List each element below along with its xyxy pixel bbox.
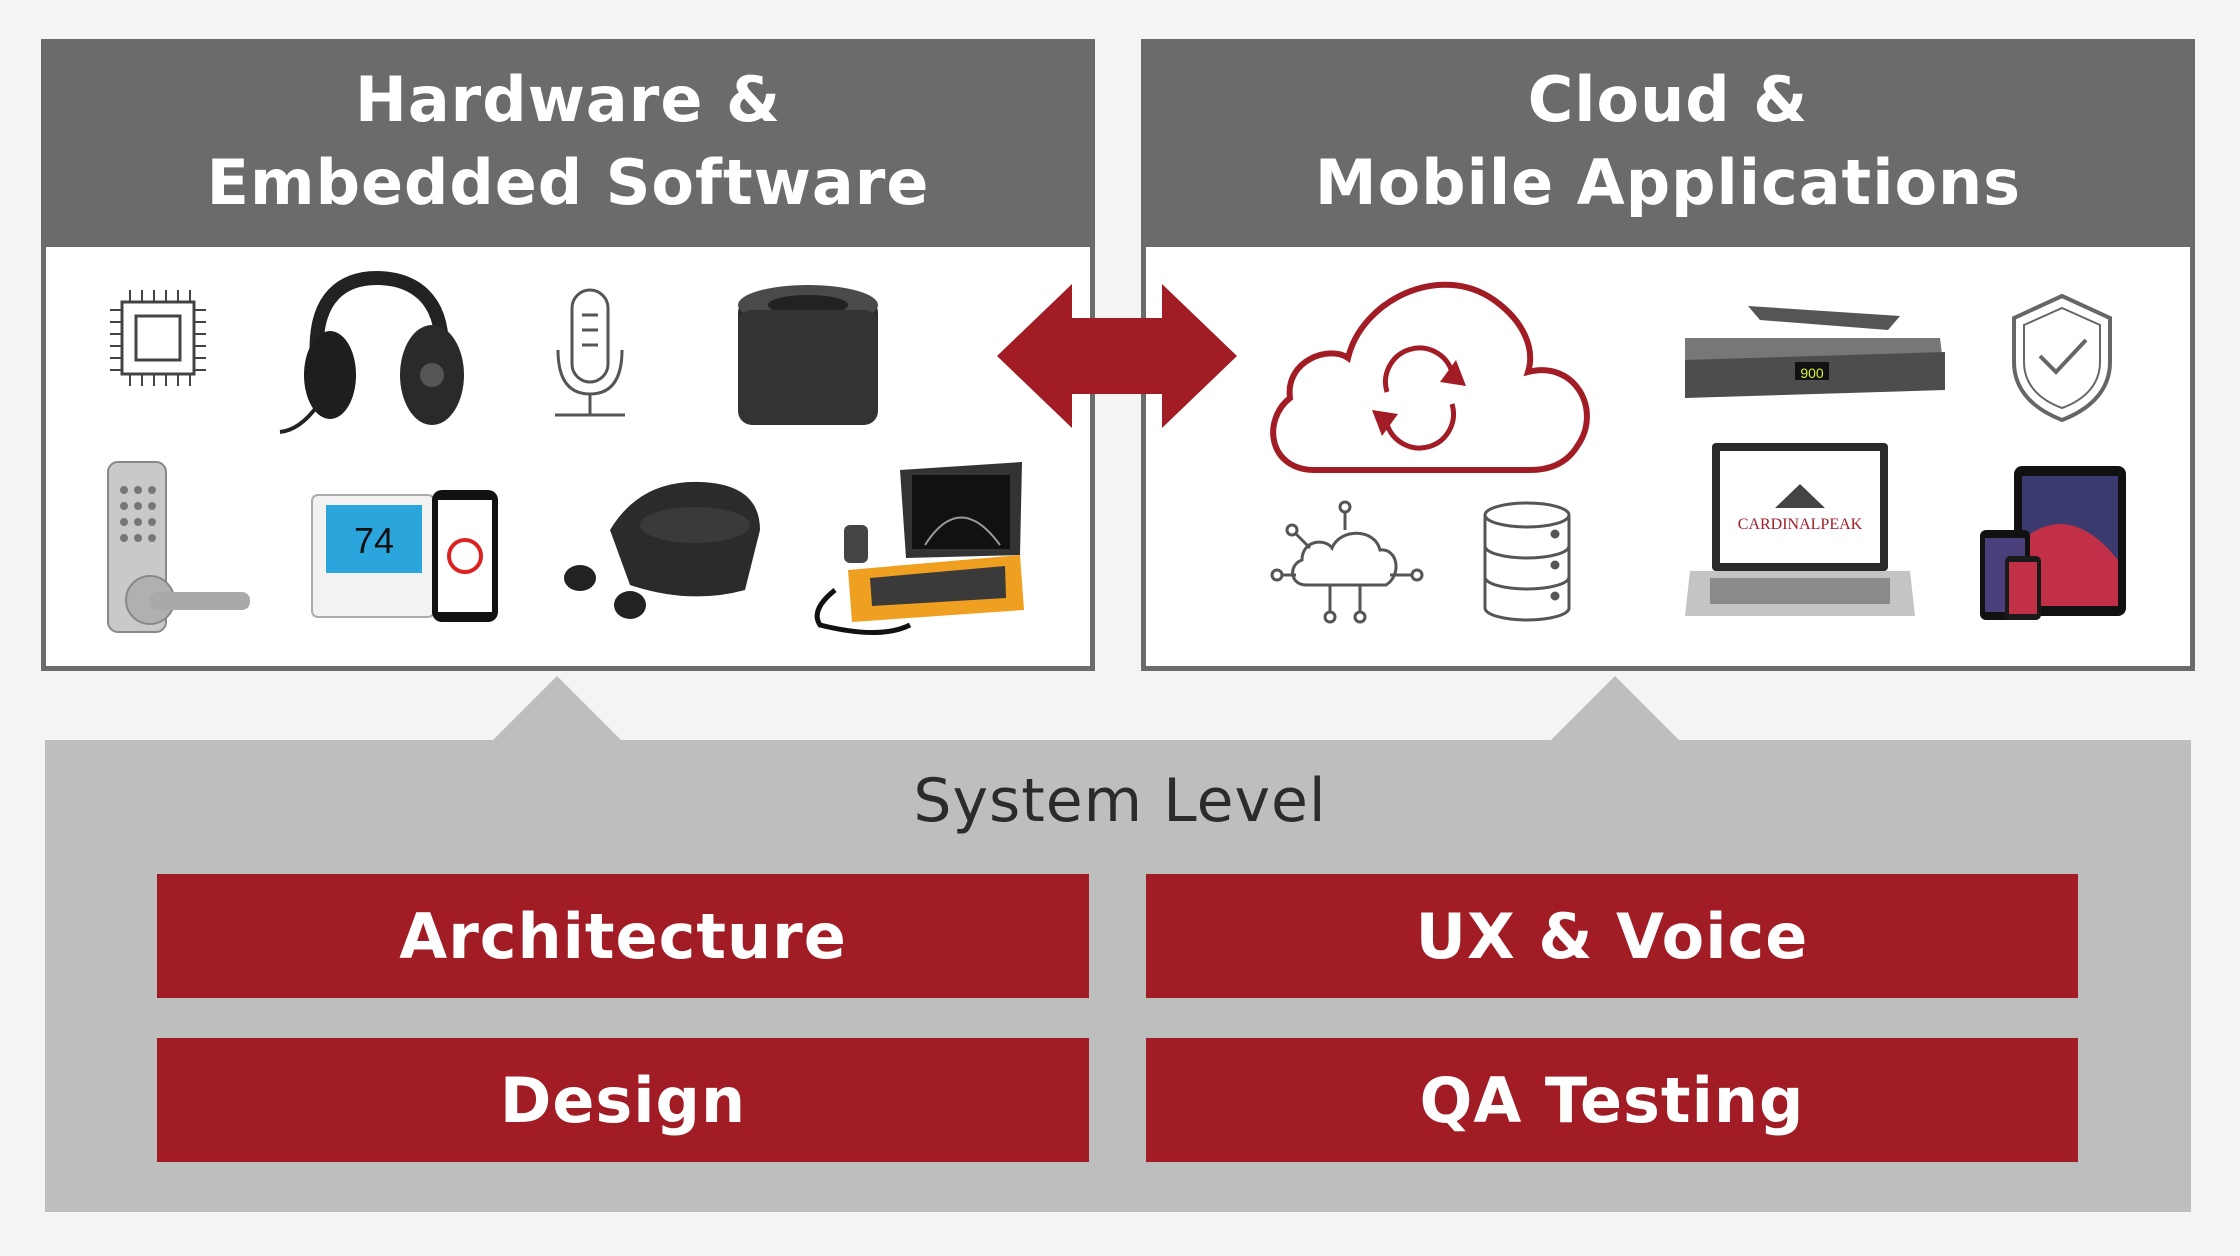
chip-icon xyxy=(110,290,206,386)
set-top-box-icon: 900 xyxy=(1685,306,1945,398)
earbuds-icon xyxy=(564,481,760,619)
tablet-and-phones-icon xyxy=(1980,466,2126,620)
smart-speaker-icon xyxy=(738,285,878,425)
qa-testing-box: QA Testing xyxy=(1146,1038,2078,1162)
bidirectional-arrow-icon xyxy=(997,284,1237,428)
cloud-network-icon xyxy=(1270,500,1424,624)
hardware-title-line1: Hardware & xyxy=(354,62,782,136)
headphones-icon xyxy=(279,270,464,434)
cloud-title-line2: Mobile Applications xyxy=(1314,145,2022,219)
ultrasound-device-icon xyxy=(814,462,1024,635)
hardware-title-line2: Embedded Software xyxy=(206,145,930,219)
cloud-title-line1: Cloud & xyxy=(1527,62,1809,136)
laptop-icon: CARDINALPEAK xyxy=(1685,443,1915,616)
thermostat-icon: 74 xyxy=(311,490,498,622)
microphone-icon xyxy=(555,288,625,417)
design-box: Design xyxy=(157,1038,1089,1162)
left-connector-notch xyxy=(493,676,621,740)
door-lock-icon xyxy=(107,461,250,633)
hardware-panel-title: Hardware & Embedded Software xyxy=(41,39,1095,242)
right-connector-notch xyxy=(1551,676,1679,740)
svg-text:74: 74 xyxy=(354,520,394,561)
ux-voice-box: UX & Voice xyxy=(1146,874,2078,998)
security-shield-icon xyxy=(2012,293,2112,423)
cloud-sync-icon xyxy=(1270,281,1590,473)
database-icon xyxy=(1483,501,1571,622)
system-level-title: System Level xyxy=(913,766,1327,836)
laptop-screen-text: CARDINALPEAK xyxy=(1738,516,1863,533)
set-top-box-display: 900 xyxy=(1800,365,1824,381)
cloud-panel-title: Cloud & Mobile Applications xyxy=(1141,39,2195,242)
architecture-box: Architecture xyxy=(157,874,1089,998)
